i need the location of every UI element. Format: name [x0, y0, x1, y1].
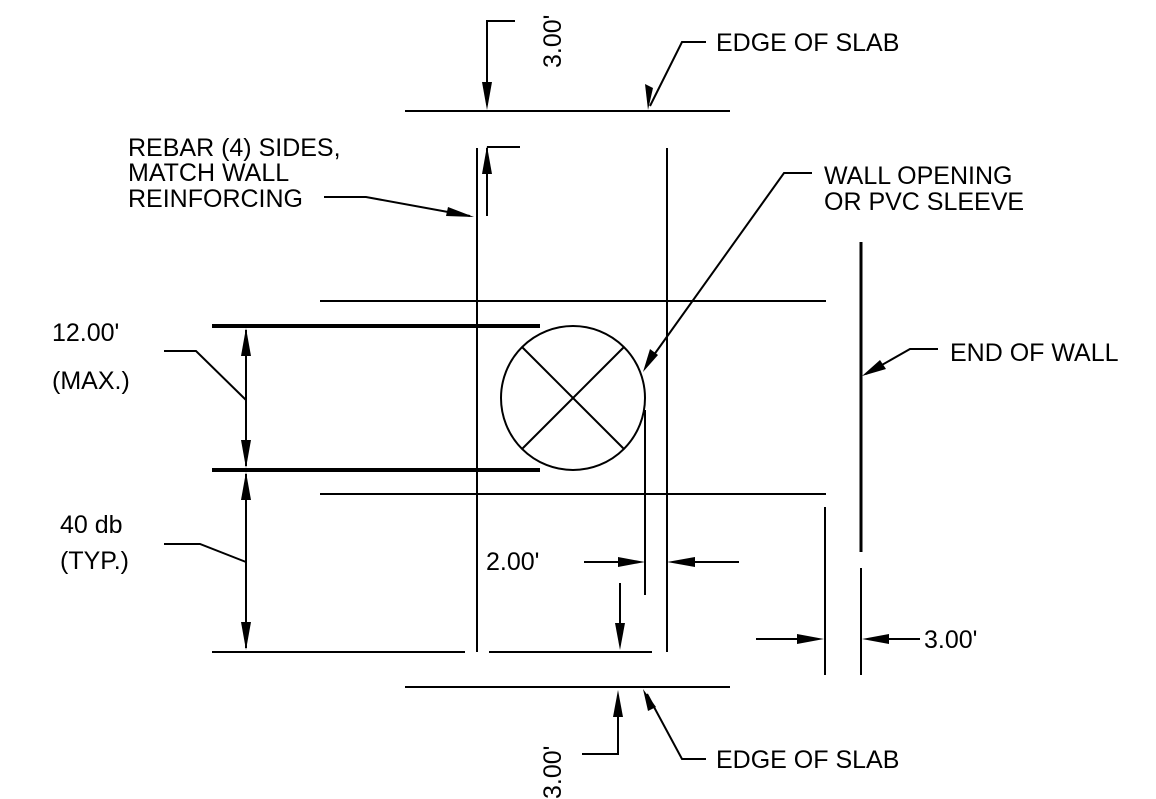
wall-end-clearance-value: 3.00' [924, 626, 977, 654]
typ-length-note: (TYP.) [60, 547, 129, 575]
end-of-wall-label: END OF WALL [950, 339, 1119, 367]
top-clearance-value: 3.00' [539, 15, 567, 68]
edge-of-slab-top-leader [645, 41, 706, 110]
opening-clearance-dimension [584, 557, 739, 650]
max-spacing-dimension [164, 328, 251, 468]
typ-length-value: 40 db [60, 511, 123, 539]
wall-opening-label-line2: OR PVC SLEEVE [824, 188, 1024, 216]
rebar-leader [324, 196, 474, 217]
top-clearance-dimension [482, 20, 520, 216]
max-spacing-value: 12.00' [52, 319, 119, 347]
wall-opening-leader [643, 172, 812, 372]
typ-length-dimension [164, 472, 251, 650]
end-of-wall-leader [862, 348, 938, 376]
wall-end-clearance-dimension [756, 634, 920, 644]
rebar-label-line2: MATCH WALL [128, 159, 289, 187]
edge-of-slab-top-label: EDGE OF SLAB [716, 29, 899, 57]
opening-clearance-value: 2.00' [486, 548, 539, 576]
max-spacing-note: (MAX.) [52, 367, 130, 395]
edge-of-slab-bottom-leader [643, 689, 706, 760]
bottom-clearance-dimension [582, 690, 623, 755]
edge-of-slab-bottom-label: EDGE OF SLAB [716, 746, 899, 774]
rebar-label-line3: REINFORCING [128, 185, 303, 213]
wall-opening-symbol [500, 325, 646, 471]
bottom-clearance-value: 3.00' [539, 746, 567, 799]
wall-opening-label-line1: WALL OPENING [824, 162, 1012, 190]
rebar-label-line1: REBAR (4) SIDES, [128, 134, 341, 162]
